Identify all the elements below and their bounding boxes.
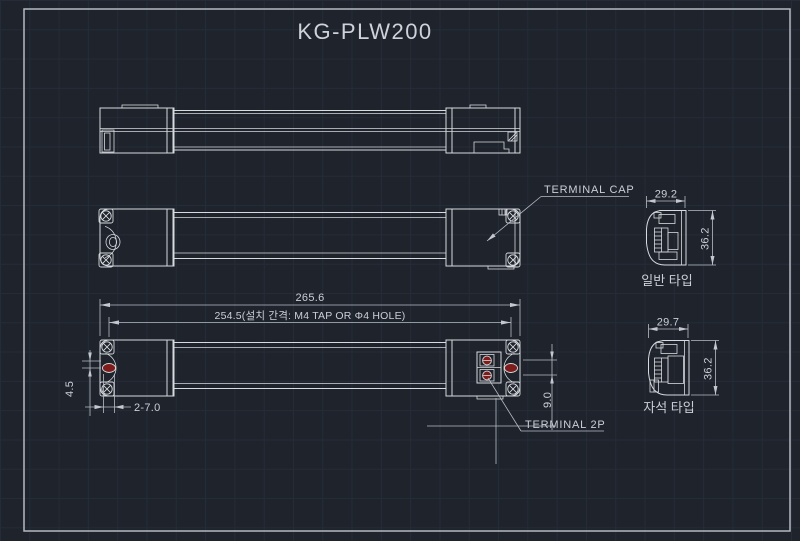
dim-mounting-spacing: 254.5(설치 간격: M4 TAP OR Φ4 HOLE)	[108, 309, 512, 337]
callout-terminal-2p: TERMINAL 2P	[487, 377, 606, 432]
dim-normal-width: 29.2	[646, 189, 686, 208]
terminal-2p-label: TERMINAL 2P	[525, 419, 606, 431]
type-normal-label: 일반 타입	[641, 273, 692, 288]
dim-slot-offset: 4.5	[64, 350, 101, 416]
dim-magnet-width: 29.7	[648, 317, 689, 338]
dim-slot-offset-text: 4.5	[64, 381, 76, 397]
front-view	[98, 208, 521, 270]
dim-terminal-pitch: 9.0	[523, 344, 557, 430]
dim-normal-width-text: 29.2	[655, 189, 678, 201]
mounting-slot-right	[504, 363, 518, 373]
side-view-magnet: 29.7 36.2 자석 타입	[643, 317, 719, 415]
dim-slot-spec-text: 2-7.0	[134, 402, 161, 414]
drawing-title: KG-PLW200	[297, 19, 432, 44]
top-view	[99, 104, 521, 154]
terminal-cap-label: TERMINAL CAP	[544, 184, 634, 196]
dim-overall-length-text: 265.6	[295, 292, 324, 304]
terminal-block	[476, 351, 502, 384]
dim-overall-length: 265.6	[99, 292, 521, 336]
dim-magnet-height-text: 36.2	[703, 357, 715, 380]
mounting-slot-left	[102, 363, 116, 373]
front-mounting-slot	[105, 234, 121, 250]
side-view-normal: 29.2 36.2 일반 타입	[641, 189, 716, 288]
connector-comb-magnet	[654, 357, 669, 383]
dim-terminal-pitch-text: 9.0	[542, 392, 554, 408]
dim-mounting-spacing-text: 254.5(설치 간격: M4 TAP OR Φ4 HOLE)	[215, 309, 406, 322]
dim-slot-spec: 2-7.0	[85, 374, 161, 414]
bottom-view	[99, 339, 521, 400]
type-magnet-label: 자석 타입	[643, 400, 694, 415]
dim-normal-height: 36.2	[688, 210, 716, 266]
dim-normal-height-text: 36.2	[700, 227, 712, 250]
drawing-frame	[23, 8, 791, 532]
dim-magnet-height: 36.2	[691, 340, 719, 396]
magnet-block	[667, 355, 684, 384]
connector-comb	[654, 227, 669, 253]
callout-terminal-cap: TERMINAL CAP	[486, 184, 634, 242]
top-view-clip-detail	[101, 129, 115, 153]
centerlines	[427, 398, 556, 464]
dim-magnet-width-text: 29.7	[657, 317, 680, 329]
top-view-terminal-recess	[473, 141, 510, 154]
